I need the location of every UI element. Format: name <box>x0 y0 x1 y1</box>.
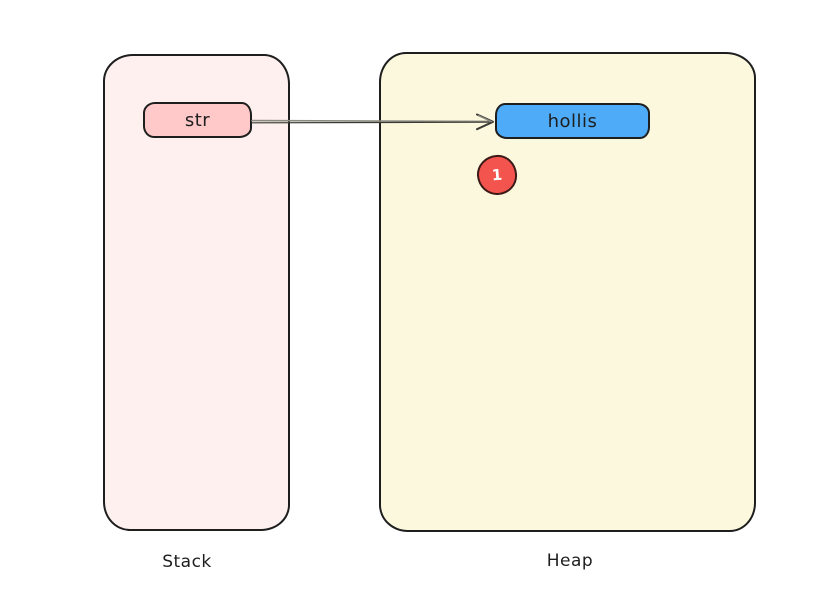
stack-label: Stack <box>162 552 212 572</box>
step-badge-number: 1 <box>491 165 503 185</box>
hollis-value-box[interactable]: hollis <box>495 103 650 139</box>
str-variable-label: str <box>184 109 211 131</box>
hollis-value-label: hollis <box>547 110 598 132</box>
str-variable-box[interactable]: str <box>143 102 252 138</box>
heap-label: Heap <box>546 551 594 571</box>
